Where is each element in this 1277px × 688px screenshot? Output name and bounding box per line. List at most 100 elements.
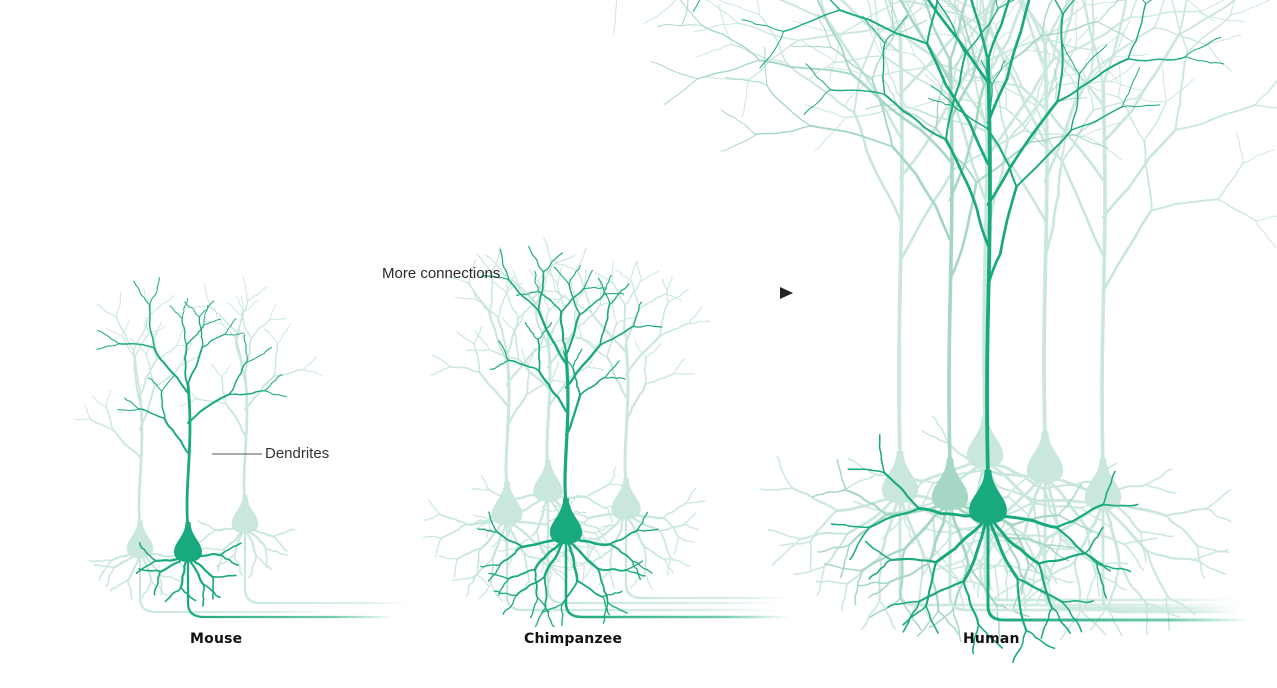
chimp-bg-neuron-basal-dendrite bbox=[488, 499, 512, 520]
chimp-bg-neuron-dendrite bbox=[664, 276, 673, 295]
chimp-bg-neuron-dendrite bbox=[473, 343, 481, 373]
mouse-primary-neuron-dendrite bbox=[124, 397, 140, 410]
human-primary-neuron-basal-dendrite bbox=[1025, 630, 1056, 650]
species-label-human: Human bbox=[963, 631, 1020, 647]
human-bg-neuron-dendrite bbox=[814, 117, 846, 151]
chimp-primary-neuron-basal-dendrite bbox=[560, 603, 564, 626]
chimp-bg-neuron-basal-dendrite bbox=[643, 545, 666, 561]
mouse-bg-neuron-dendrite bbox=[302, 369, 323, 377]
human-primary-neuron-basal-dendrite bbox=[962, 514, 990, 583]
human-primary-neuron-dendrite bbox=[884, 15, 908, 45]
human-bg-neuron-basal-dendrite bbox=[841, 473, 877, 492]
chimp-bg-neuron-dendrite bbox=[624, 336, 661, 377]
chimp-bg-neuron-basal-dendrite bbox=[629, 572, 646, 589]
chimp-bg-neuron-dendrite bbox=[488, 310, 509, 364]
chimp-bg-neuron-dendrite bbox=[668, 288, 689, 303]
chimp-primary-neuron-basal-dendrite bbox=[606, 601, 628, 614]
mouse-primary-neuron-basal-dendrite bbox=[219, 542, 242, 556]
human-bg-neuron-dendrite bbox=[1174, 51, 1189, 131]
human-bg-neuron-dendrite bbox=[1020, 86, 1105, 182]
chimp-bg-neuron-dendrite bbox=[506, 316, 519, 356]
human-primary-neuron-basal-dendrite bbox=[902, 600, 920, 633]
mouse-primary-neuron-basal-dendrite bbox=[164, 586, 182, 603]
human-bg-neuron-basal-dendrite bbox=[903, 479, 925, 519]
chimp-bg-neuron-basal-dendrite bbox=[548, 565, 552, 584]
mouse-primary-neuron-dendrite bbox=[187, 346, 204, 386]
human-bg-neuron-dendrite bbox=[694, 22, 739, 32]
human-bg-neuron-dendrite bbox=[830, 46, 873, 81]
chimp-bg-neuron-dendrite bbox=[547, 294, 566, 313]
human-primary-neuron-basal-dendrite bbox=[1040, 607, 1053, 639]
human-bg-neuron-dendrite bbox=[1229, 0, 1270, 16]
mouse-bg-neuron-dendrite bbox=[105, 390, 112, 407]
chimp-bg-neuron-dendrite bbox=[543, 236, 553, 266]
human-bg-neuron-dendrite bbox=[884, 0, 896, 29]
mouse-bg-neuron-dendrite bbox=[145, 330, 158, 355]
human-bg-neuron-basal-dendrite bbox=[1197, 545, 1229, 554]
human-bg-neuron-basal-dendrite bbox=[772, 538, 801, 566]
human-bg-neuron-dendrite bbox=[865, 104, 899, 110]
chimp-bg-neuron-basal-dendrite bbox=[597, 524, 614, 530]
human-bg-neuron-basal-dendrite bbox=[1145, 483, 1177, 494]
human-bg-neuron-dendrite bbox=[887, 0, 902, 32]
mouse-bg-neuron-dendrite bbox=[84, 404, 92, 421]
mouse-primary-neuron-apical-trunk bbox=[185, 383, 192, 530]
mouse-primary-neuron-dendrite bbox=[148, 304, 155, 349]
chimp-bg-neuron-dendrite bbox=[501, 316, 515, 332]
human-primary-neuron-dendrite bbox=[883, 93, 947, 141]
mouse-primary-neuron-dendrite bbox=[199, 300, 215, 318]
chimp-bg-neuron-basal-dendrite bbox=[545, 496, 562, 512]
chimp-bg-neuron-dendrite bbox=[521, 348, 529, 367]
human-primary-neuron-basal-dendrite bbox=[962, 580, 980, 626]
human-primary-neuron-basal-dendrite bbox=[878, 434, 885, 474]
human-primary-neuron-dendrite bbox=[759, 30, 785, 69]
human-bg-neuron-basal-dendrite bbox=[1073, 500, 1105, 563]
chimp-primary-neuron-basal-dendrite bbox=[576, 579, 603, 598]
mouse-bg-neuron-soma bbox=[126, 520, 154, 559]
human-bg-neuron-dendrite bbox=[891, 145, 952, 242]
human-bg-neuron-basal-dendrite bbox=[1073, 559, 1082, 611]
human-bg-neuron-dendrite bbox=[1061, 108, 1095, 164]
mouse-bg-neuron-dendrite bbox=[242, 300, 259, 314]
human-bg-neuron-basal-dendrite bbox=[1123, 537, 1158, 546]
human-primary-neuron-dendrite bbox=[970, 0, 990, 62]
human-bg-neuron-basal-dendrite bbox=[808, 509, 838, 544]
chimp-bg-neuron-dendrite bbox=[488, 349, 520, 360]
human-bg-neuron-dendrite bbox=[1255, 220, 1276, 249]
mouse-bg-neuron-dendrite bbox=[143, 321, 156, 337]
human-primary-neuron-basal-dendrite bbox=[925, 605, 939, 634]
human-primary-neuron-dendrite bbox=[805, 63, 832, 91]
chimp-primary-neuron-dendrite bbox=[489, 360, 511, 370]
mouse-primary-neuron-dendrite bbox=[243, 333, 248, 363]
chimp-primary-neuron-basal-dendrite bbox=[502, 594, 518, 615]
chimp-primary-neuron-basal-dendrite bbox=[541, 603, 563, 614]
chimp-bg-neuron-basal-dendrite bbox=[550, 565, 565, 582]
chimp-primary-neuron-basal-dendrite bbox=[635, 528, 659, 532]
chimp-bg-neuron-dendrite bbox=[551, 360, 559, 382]
human-bg-neuron-dendrite bbox=[701, 24, 761, 62]
human-bg-neuron-basal-dendrite bbox=[1009, 514, 1061, 526]
human-bg-neuron-basal-dendrite bbox=[860, 547, 906, 572]
chimp-bg-neuron-dendrite bbox=[497, 316, 508, 356]
human-bg-neuron-axon bbox=[948, 506, 1242, 612]
human-bg-neuron-basal-dendrite bbox=[1145, 468, 1173, 486]
human-bg-neuron-dendrite bbox=[1096, 21, 1134, 42]
mouse-primary-neuron-dendrite bbox=[198, 315, 204, 348]
mouse-bg-neuron-dendrite bbox=[210, 363, 223, 380]
human-primary-neuron-dendrite bbox=[926, 0, 990, 84]
human-bg-neuron-dendrite bbox=[979, 0, 982, 19]
chimp-primary-neuron-basal-dendrite bbox=[498, 578, 510, 596]
mouse-bg-neuron-apical-trunk bbox=[242, 373, 249, 503]
chimp-bg-neuron-dendrite bbox=[664, 293, 683, 302]
human-bg-neuron-dendrite bbox=[935, 77, 945, 129]
human-bg-neuron-basal-dendrite bbox=[848, 513, 888, 546]
human-bg-neuron-dendrite bbox=[850, 73, 952, 163]
human-bg-neuron-dendrite bbox=[1053, 53, 1079, 92]
mouse-primary-neuron-basal-dendrite bbox=[219, 554, 239, 566]
mouse-bg-neuron-basal-dendrite bbox=[93, 564, 115, 569]
mouse-bg-neuron-dendrite bbox=[129, 338, 147, 355]
chimp-bg-neuron-dendrite bbox=[624, 280, 642, 306]
mouse-primary-neuron-dendrite bbox=[187, 393, 230, 424]
mouse-bg-neuron-apical-trunk bbox=[137, 393, 144, 528]
chimp-bg-neuron-dendrite bbox=[576, 247, 587, 272]
